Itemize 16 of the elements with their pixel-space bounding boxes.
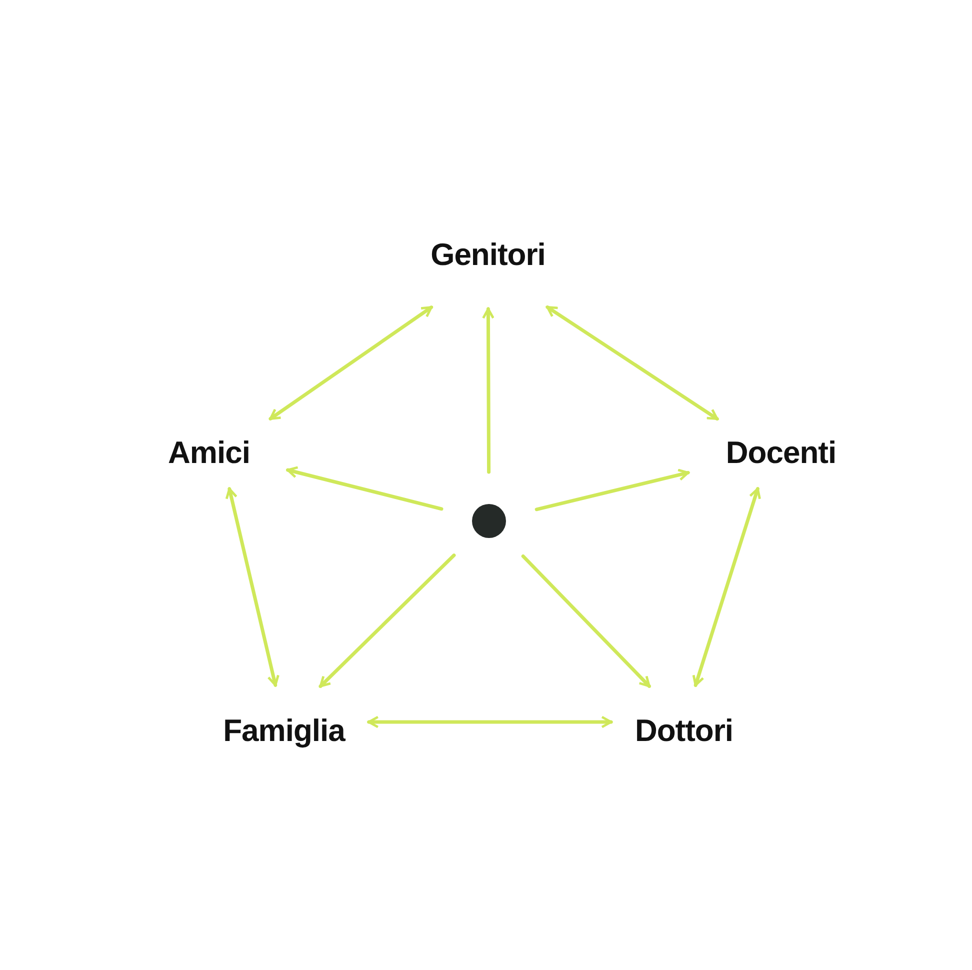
- arrow: [268, 306, 434, 420]
- arrow: [225, 487, 280, 687]
- node-label: Famiglia: [223, 713, 345, 749]
- center-dot: [472, 504, 506, 538]
- node-label: Docenti: [726, 435, 836, 471]
- arrow: [482, 307, 494, 474]
- arrow: [286, 466, 444, 511]
- arrow: [692, 487, 761, 687]
- arrow: [521, 554, 651, 688]
- arrow: [318, 554, 456, 688]
- arrow: [546, 305, 719, 421]
- node-label: Genitori: [430, 237, 546, 273]
- node-label: Dottori: [634, 713, 734, 749]
- arrow: [367, 716, 613, 728]
- arrow: [534, 468, 690, 512]
- node-label: Amici: [168, 435, 250, 471]
